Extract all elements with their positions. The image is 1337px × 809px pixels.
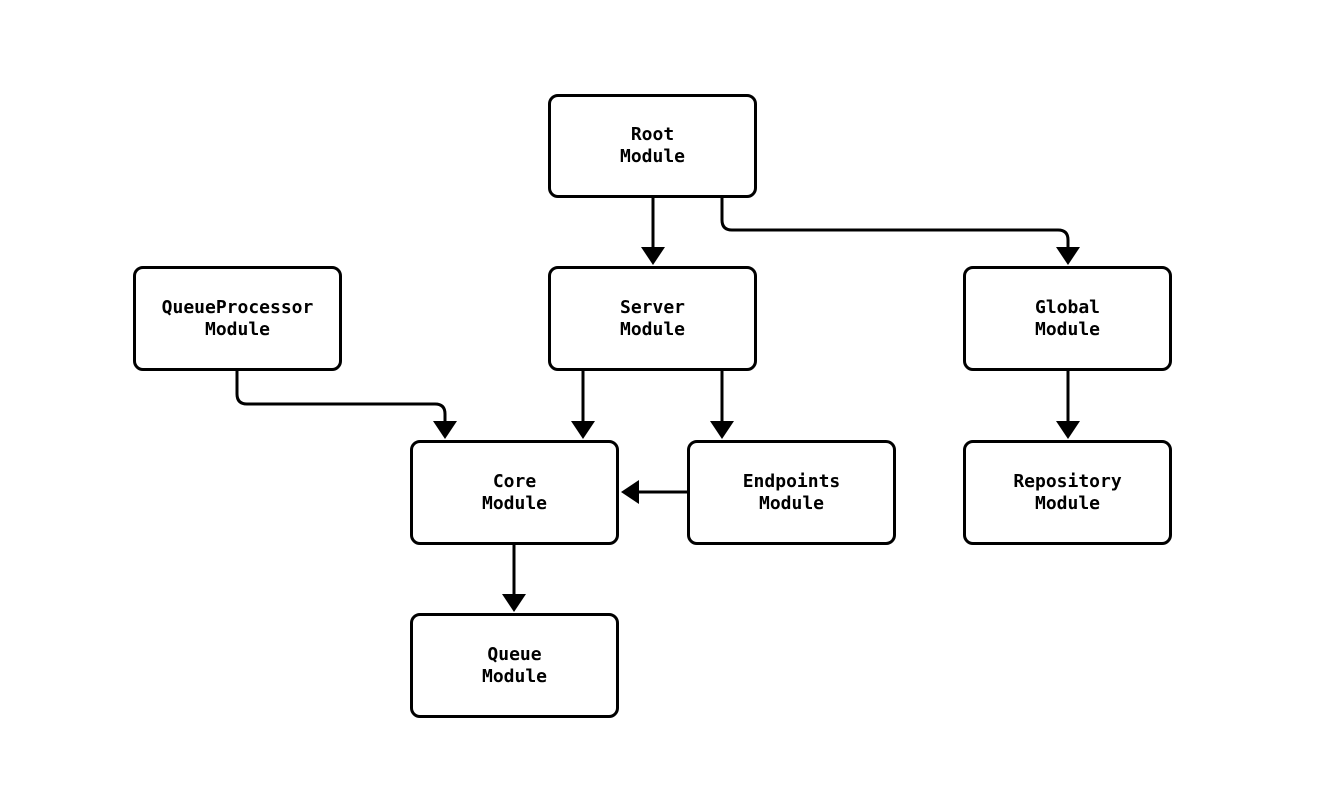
edge-core-to-queue	[502, 545, 526, 612]
node-core-module: Core Module	[410, 440, 619, 545]
node-root-module: Root Module	[548, 94, 757, 198]
node-repository-module: Repository Module	[963, 440, 1172, 545]
edge-endpoints-to-core	[621, 480, 687, 504]
node-label: QueueProcessor	[161, 296, 314, 318]
node-queue-module: Queue Module	[410, 613, 619, 718]
arrowhead	[571, 421, 595, 439]
node-label: Root	[630, 124, 675, 145]
edge-root-to-global	[720, 198, 1080, 265]
node-label: Module	[204, 318, 271, 340]
arrowhead	[433, 421, 457, 439]
edge-server-to-core	[571, 371, 595, 439]
arrowhead	[621, 480, 639, 504]
arrowhead	[1056, 247, 1080, 265]
node-label: Module	[481, 492, 548, 514]
node-label: Module	[481, 665, 548, 687]
node-label: Module	[619, 318, 686, 340]
node-endpoints-module: Endpoints Module	[687, 440, 896, 545]
node-label: Module	[758, 492, 825, 514]
arrowhead	[1056, 421, 1080, 439]
node-server-module: Server Module	[548, 266, 757, 371]
node-label: Queue	[487, 643, 542, 665]
node-label: Repository	[1013, 470, 1122, 492]
edge-queueprocessor-to-core	[235, 371, 457, 439]
edge-global-to-repository	[1056, 371, 1080, 439]
edge-line	[720, 198, 1070, 249]
node-label: Module	[1034, 492, 1101, 514]
arrowhead	[710, 421, 734, 439]
node-global-module: Global Module	[963, 266, 1172, 371]
node-queueprocessor-module: QueueProcessor Module	[133, 266, 342, 371]
arrowhead	[502, 594, 526, 612]
edge-root-to-server	[641, 198, 665, 265]
edge-line	[235, 371, 447, 423]
node-label: Core	[492, 470, 537, 492]
arrowhead	[641, 247, 665, 265]
node-label: Global	[1034, 296, 1101, 318]
node-label: Module	[1034, 318, 1101, 340]
edge-server-to-endpoints	[710, 371, 734, 439]
node-label: Endpoints	[742, 470, 841, 492]
node-label: Server	[619, 296, 686, 318]
node-label: Module	[619, 146, 686, 167]
